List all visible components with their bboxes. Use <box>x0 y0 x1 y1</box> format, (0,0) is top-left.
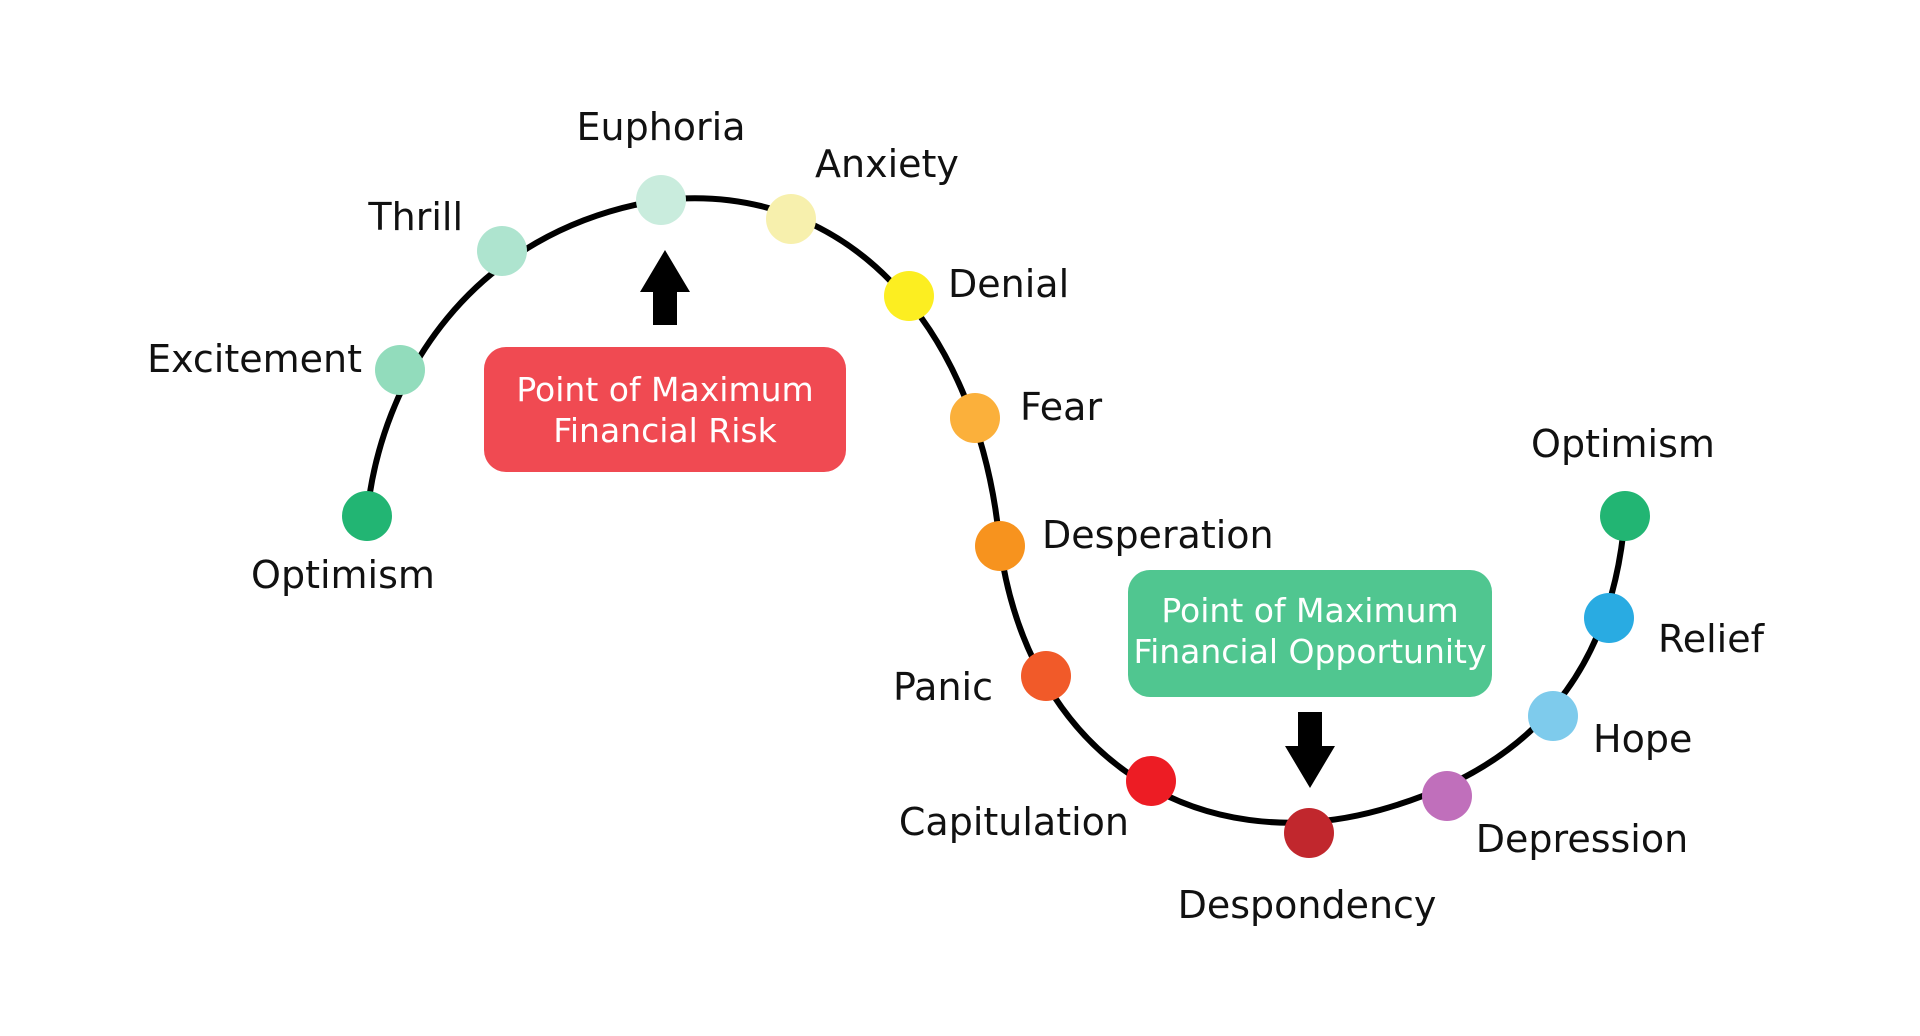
risk-box <box>484 347 846 472</box>
opportunity-box-line-1: Point of Maximum <box>1161 591 1458 630</box>
stage-dot-anxiety <box>766 194 816 244</box>
stage-label-relief: Relief <box>1658 617 1766 661</box>
stage-label-anxiety: Anxiety <box>815 142 959 186</box>
stage-label-panic: Panic <box>893 665 993 709</box>
stage-label-despondency: Despondency <box>1178 883 1437 927</box>
opportunity-box <box>1128 570 1492 697</box>
stage-dot-depression <box>1422 771 1472 821</box>
arrow-up-icon <box>640 250 690 325</box>
opportunity-callout: Point of Maximum Financial Opportunity <box>1128 570 1492 788</box>
stage-label-thrill: Thrill <box>367 195 463 239</box>
stage-label-denial: Denial <box>948 262 1069 306</box>
stage-dot-fear <box>950 393 1000 443</box>
stage-dot-denial <box>884 271 934 321</box>
stage-label-optimism: Optimism <box>251 553 435 597</box>
stage-label-capitulation: Capitulation <box>899 800 1129 844</box>
stage-label-excitement: Excitement <box>147 337 362 381</box>
risk-box-line-1: Point of Maximum <box>516 370 813 409</box>
stage-label-optimism: Optimism <box>1531 422 1715 466</box>
stage-dot-capitulation <box>1126 756 1176 806</box>
stage-dot-hope <box>1528 691 1578 741</box>
stage-dot-panic <box>1021 651 1071 701</box>
stage-dot-excitement <box>375 345 425 395</box>
stage-dot-euphoria <box>636 175 686 225</box>
stage-dot-optimism <box>1600 491 1650 541</box>
stage-label-depression: Depression <box>1476 817 1688 861</box>
opportunity-box-line-2: Financial Opportunity <box>1133 632 1486 671</box>
stage-label-fear: Fear <box>1020 385 1102 429</box>
stage-dot-thrill <box>477 226 527 276</box>
stage-label-desperation: Desperation <box>1042 513 1274 557</box>
arrow-down-icon <box>1285 712 1335 788</box>
stage-label-hope: Hope <box>1593 717 1692 761</box>
stage-dot-despondency <box>1284 808 1334 858</box>
risk-callout: Point of Maximum Financial Risk <box>484 250 846 472</box>
stage-label-euphoria: Euphoria <box>576 105 745 149</box>
stage-dot-optimism <box>342 491 392 541</box>
stage-dot-relief <box>1584 593 1634 643</box>
risk-box-line-2: Financial Risk <box>553 411 777 450</box>
stage-dot-desperation <box>975 521 1025 571</box>
